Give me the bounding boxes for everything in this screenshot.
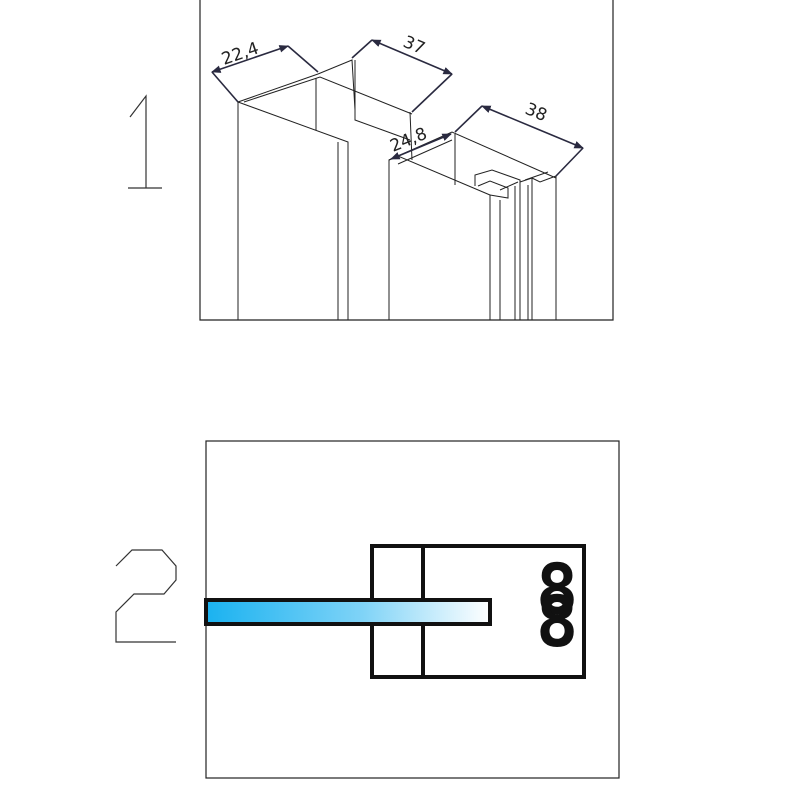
thickness-label-upper: 8 — [536, 549, 578, 631]
step-number-1 — [128, 94, 162, 189]
dimension-lines — [211, 39, 584, 177]
figure-1-frame — [199, 0, 614, 321]
left-wall-profile — [237, 59, 413, 320]
dim-line-24-8 — [390, 133, 452, 160]
dim-label-22-4: 22,4 — [219, 38, 261, 69]
figure-1: 22,4 37 24,8 38 — [128, 0, 614, 321]
step-number-2 — [115, 549, 177, 643]
glass-panel — [204, 598, 492, 626]
figure-2: 8 8 — [115, 440, 620, 779]
thickness-label-lower: 8 — [536, 581, 578, 663]
right-wall-profile — [388, 131, 557, 320]
dim-line-37 — [371, 39, 453, 75]
dim-line-22-4 — [211, 45, 289, 73]
dim-label-37: 37 — [400, 32, 428, 59]
dim-line-38 — [481, 105, 584, 149]
dim-label-38: 38 — [522, 99, 550, 126]
